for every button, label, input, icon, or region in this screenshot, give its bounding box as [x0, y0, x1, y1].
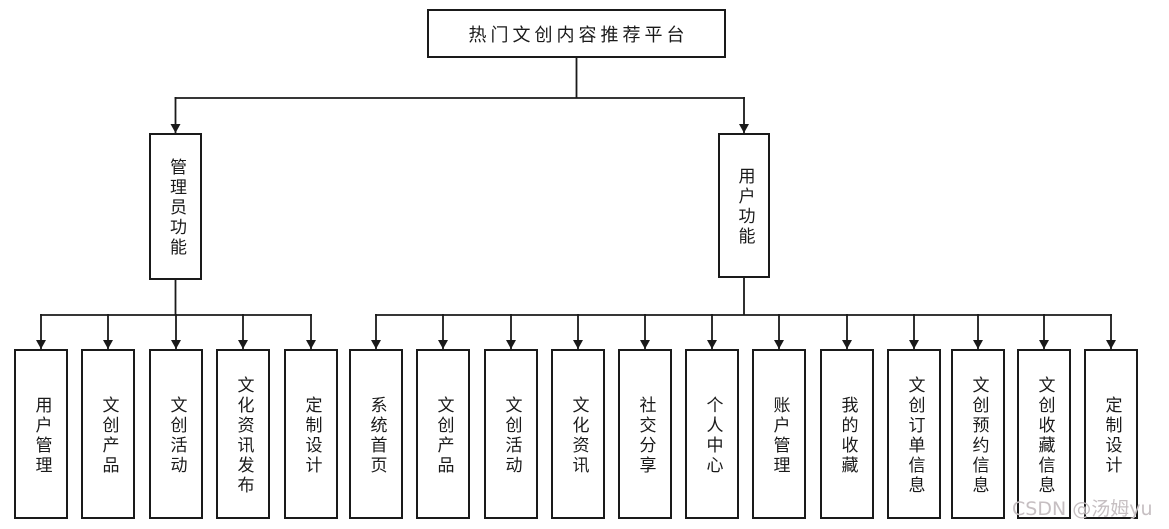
node-user-functions: 用户功能 — [718, 133, 770, 278]
node-user-social-sharing: 社交分享 — [618, 349, 672, 519]
node-user-cultural-news: 文化资讯 — [551, 349, 605, 519]
watermark-text: CSDN @汤姆yu — [1012, 498, 1153, 520]
node-user-custom-design: 定制设计 — [1084, 349, 1138, 519]
node-user-reservation-info: 文创预约信息 — [951, 349, 1005, 519]
node-user-account-management: 账户管理 — [752, 349, 806, 519]
node-admin-custom-design: 定制设计 — [284, 349, 338, 519]
node-admin-functions: 管理员功能 — [149, 133, 202, 280]
node-user-favorite-info: 文创收藏信息 — [1017, 349, 1071, 519]
node-admin-user-management: 用户管理 — [14, 349, 68, 519]
node-user-cultural-products: 文创产品 — [416, 349, 470, 519]
node-admin-cultural-news-publishing: 文化资讯发布 — [216, 349, 270, 519]
node-user-cultural-activities: 文创活动 — [484, 349, 538, 519]
node-platform-root: 热门文创内容推荐平台 — [427, 9, 726, 58]
node-user-personal-center: 个人中心 — [685, 349, 739, 519]
node-user-system-home: 系统首页 — [349, 349, 403, 519]
node-user-my-favorites: 我的收藏 — [820, 349, 874, 519]
node-admin-cultural-activities: 文创活动 — [149, 349, 203, 519]
node-user-order-info: 文创订单信息 — [887, 349, 941, 519]
node-admin-cultural-products: 文创产品 — [81, 349, 135, 519]
